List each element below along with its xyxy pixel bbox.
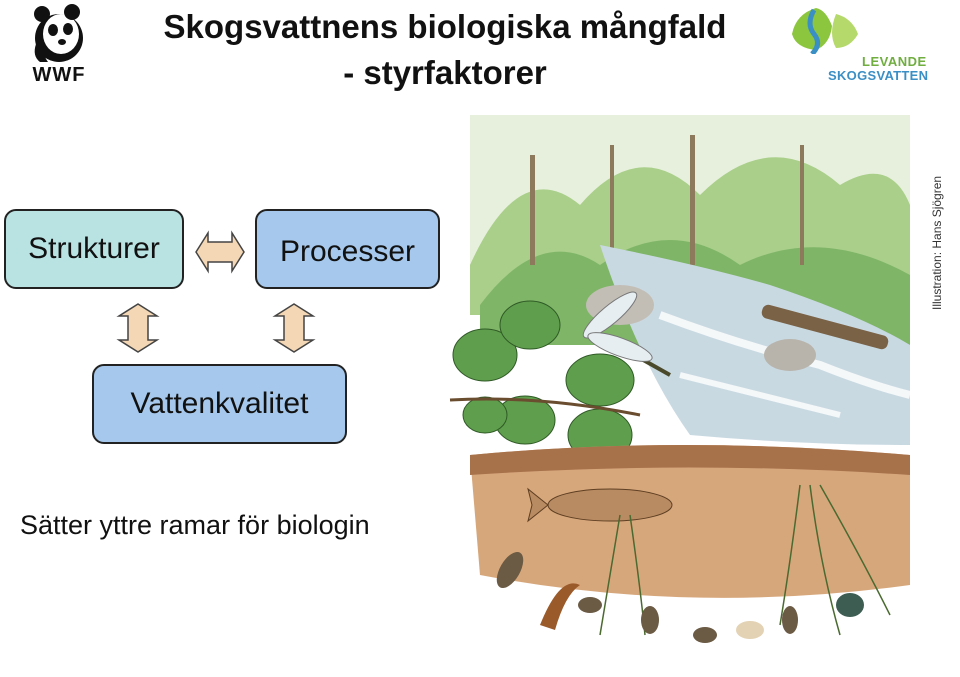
panda-icon — [34, 4, 83, 62]
title-line-1: Skogsvattnens biologiska mångfald — [163, 8, 727, 45]
strukturer-box: Strukturer — [4, 209, 184, 289]
vattenkvalitet-box: Vattenkvalitet — [92, 364, 347, 444]
skogsvatten-text: SKOGSVATTEN — [828, 68, 929, 83]
double-arrow-horizontal-icon — [195, 230, 245, 274]
strukturer-label: Strukturer — [28, 232, 160, 265]
double-arrow-vertical-left-icon — [116, 303, 160, 353]
double-arrow-vertical-right-icon — [272, 303, 316, 353]
levande-skogsvatten-logo: LEVANDE SKOGSVATTEN — [786, 4, 936, 84]
title-line-2: - styrfaktorer — [343, 54, 547, 91]
illustration-credit: Illustration: Hans Sjögren — [930, 175, 944, 310]
vattenkvalitet-label: Vattenkvalitet — [130, 387, 309, 420]
processer-label: Processer — [279, 235, 416, 268]
leaf-river-icon — [792, 8, 858, 56]
subtitle: Sätter yttre ramar för biologin — [20, 510, 370, 540]
processer-box: Processer — [255, 209, 440, 289]
wwf-logo: WWF — [28, 4, 90, 88]
wwf-wordmark: WWF — [32, 64, 86, 86]
levande-text: LEVANDE — [862, 54, 927, 69]
stream-ecosystem-illustration — [449, 115, 911, 643]
page-title: Skogsvattnens biologiska mångfald - styr… — [100, 4, 790, 96]
